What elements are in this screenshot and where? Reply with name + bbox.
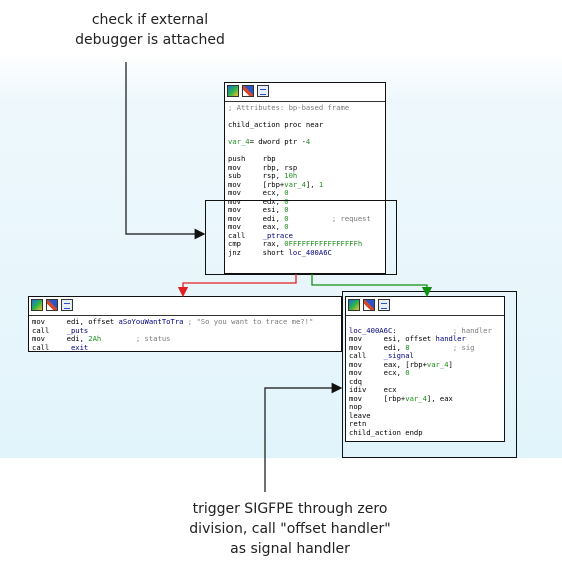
code-line: sub rsp, 10h xyxy=(228,171,298,180)
code-line: loc_400A6C: ; handler xyxy=(349,325,492,335)
xref-list-icon[interactable] xyxy=(257,85,269,97)
node-titlebar xyxy=(29,297,341,316)
edge-false-branch xyxy=(177,274,297,298)
code-line: mov [rbp+var_4], 1 xyxy=(228,179,324,189)
ptrace-highlight-box xyxy=(205,200,397,275)
left-block-code: mov edi, offset aSoYouWantToTra ; "So yo… xyxy=(29,316,341,352)
pointer-handler xyxy=(264,382,343,492)
code-line: mov edi, offset aSoYouWantToTra ; "So yo… xyxy=(32,317,314,326)
pointer-debugger-check xyxy=(125,62,206,240)
code-line: mov eax, [rbp+var_4] xyxy=(349,359,453,369)
code-line: ; Attributes: bp-based frame xyxy=(228,103,350,112)
code-line: retn xyxy=(349,419,367,428)
code-line: mov ecx, 0 xyxy=(228,188,289,197)
code-line: mov esi, offset handler xyxy=(349,334,466,343)
code-line: idiv ecx xyxy=(349,385,397,394)
code-line: mov edx, 0 xyxy=(228,196,289,206)
code-line: mov [rbp+var_4], eax xyxy=(349,393,453,403)
code-line: mov edi, 2Ah ; status xyxy=(32,334,171,343)
code-line: push rbp xyxy=(228,154,276,163)
edit-color-icon[interactable] xyxy=(363,299,375,311)
annotation-debugger-check: check if external debugger is attached xyxy=(75,12,225,48)
code-line: nop xyxy=(349,402,362,411)
code-line: mov eax, 0 xyxy=(228,222,289,231)
code-line: var_4= dword ptr -4 xyxy=(228,137,311,146)
code-line: mov edi, 8 ; sig xyxy=(349,342,475,352)
code-line: child_action proc near xyxy=(228,120,324,129)
edit-color-icon[interactable] xyxy=(46,299,58,311)
code-line: mov rbp, rsp xyxy=(228,162,298,172)
code-line: call _ptrace xyxy=(228,230,293,240)
xref-list-icon[interactable] xyxy=(378,299,390,311)
code-line: cmp rax, 0FFFFFFFFFFFFFFFFh xyxy=(228,239,363,248)
code-line: mov edi, 0 ; request xyxy=(228,213,371,223)
edit-color-icon[interactable] xyxy=(242,85,254,97)
code-line: cdq xyxy=(349,376,362,386)
code-line: mov esi, 0 xyxy=(228,205,289,214)
code-line: call _exit xyxy=(32,342,89,352)
node-titlebar xyxy=(346,297,504,316)
xref-list-icon[interactable] xyxy=(61,299,73,311)
code-line: leave xyxy=(349,410,371,420)
graph-view-icon[interactable] xyxy=(31,299,43,311)
code-line: jnz short loc_400A6C xyxy=(228,247,332,257)
code-line: child_action endp xyxy=(349,427,423,437)
main-block-code: ; Attributes: bp-based frame child_action… xyxy=(225,102,385,257)
code-line: mov ecx, 0 xyxy=(349,368,410,377)
code-block-child-action[interactable]: ; Attributes: bp-based frame child_action… xyxy=(224,82,386,274)
code-block-trace-exit[interactable]: mov edi, offset aSoYouWantToTra ; "So yo… xyxy=(28,296,342,352)
code-line: call _puts xyxy=(32,325,89,335)
graph-view-icon[interactable] xyxy=(227,85,239,97)
annotation-sigfpe-handler: trigger SIGFPE through zero division, ca… xyxy=(189,501,391,557)
node-titlebar xyxy=(225,83,385,102)
code-line: call _signal xyxy=(349,351,414,360)
edge-true-branch xyxy=(311,274,433,298)
graph-view-icon[interactable] xyxy=(348,299,360,311)
